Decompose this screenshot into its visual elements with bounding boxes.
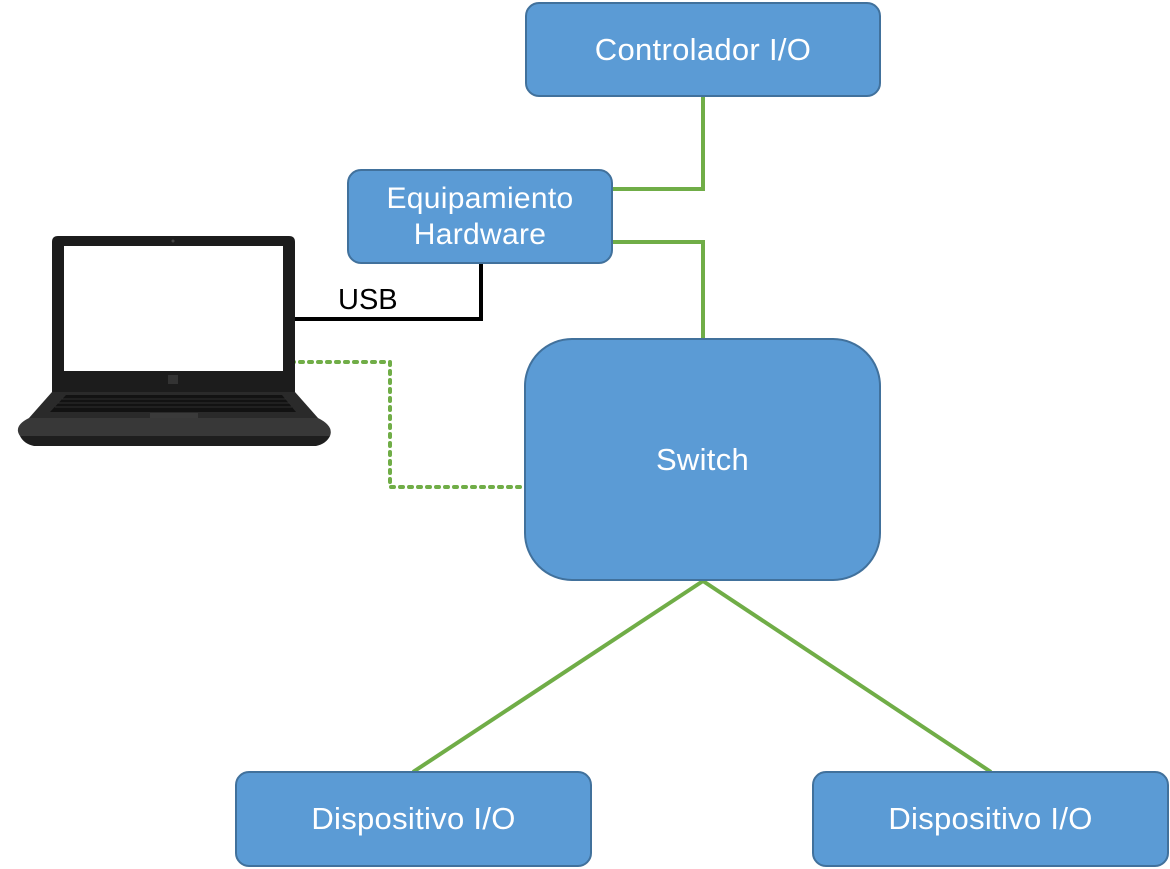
switch-label: Switch (655, 441, 750, 477)
link-switch-dispositivo-right (701, 579, 993, 774)
dispositivo-io-node-right: Dispositivo I/O (812, 771, 1169, 867)
equipamiento-label-line1: Equipamiento (386, 181, 574, 215)
controlador-io-node: Controlador I/O (525, 2, 881, 97)
equipamiento-label-line2: Hardware (413, 217, 547, 251)
link-controlador-equipamiento (613, 97, 705, 191)
link-switch-dispositivo-left (411, 579, 705, 774)
usb-link-label: USB (338, 284, 398, 316)
link-equipamiento-switch (613, 240, 705, 338)
dispositivo-io-label-right: Dispositivo I/O (888, 801, 1093, 837)
connectors (289, 97, 993, 774)
link-usb (292, 264, 483, 321)
laptop-icon (17, 236, 331, 446)
dispositivo-io-node-left: Dispositivo I/O (235, 771, 592, 867)
equipamiento-hardware-node: Equipamiento Hardware (347, 169, 613, 264)
switch-node: Switch (524, 338, 881, 581)
controlador-io-label: Controlador I/O (594, 31, 812, 67)
link-laptop-switch-dotted (289, 360, 526, 489)
dispositivo-io-label-left: Dispositivo I/O (311, 801, 516, 837)
